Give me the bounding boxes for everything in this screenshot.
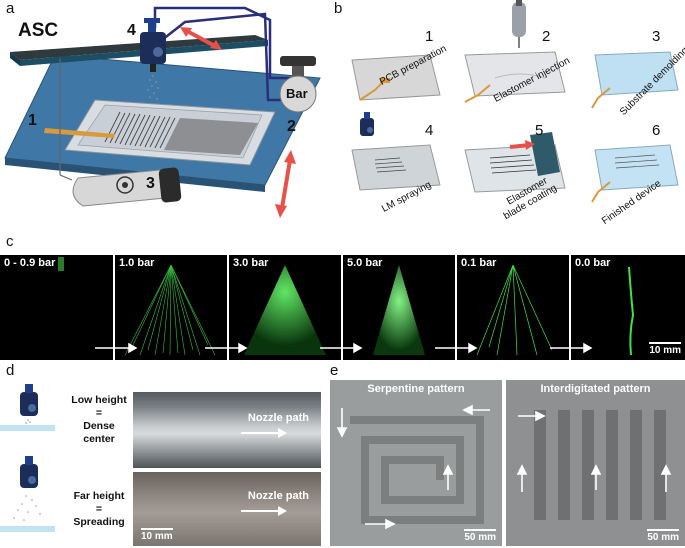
step-1-num: 1 (425, 28, 434, 45)
serpentine-trace (350, 416, 484, 524)
spray-nozzle (140, 18, 166, 72)
asc-setup-diagram (4, 6, 321, 218)
nozzle-height-icons (0, 384, 55, 532)
step-6-num: 6 (652, 122, 661, 139)
gas-cylinder (72, 167, 182, 207)
label-3: 3 (146, 175, 155, 192)
step-4-num: 4 (425, 122, 434, 139)
far-height-photo: Nozzle path 10 mm (133, 472, 321, 546)
step6-finished (594, 144, 679, 191)
pressure-label: Bar (286, 86, 308, 101)
pcb-connector (44, 128, 115, 138)
spray-frame-0-0.9bar: 0 - 0.9 bar (0, 255, 113, 360)
e-scale-left: 50 mm (464, 529, 496, 543)
spray-frame-0.1bar: 0.1 bar (457, 255, 569, 360)
pressure-regulator (279, 56, 317, 113)
panel-a-label: a (6, 0, 15, 17)
far-height-caption: Far height = Spreading (73, 490, 125, 528)
label-4: 4 (127, 22, 136, 39)
panel-e-label: e (330, 362, 339, 379)
z-motion-arrow (275, 150, 296, 218)
panel-c-label: c (6, 233, 14, 250)
syringe (512, 2, 526, 37)
spray-frame-1.0bar: 1.0 bar (115, 255, 227, 360)
d-scale-bar: 10 mm (141, 528, 173, 542)
serpentine-photo: Serpentine pattern 50 mm (330, 380, 502, 546)
low-nozzle-icon (0, 384, 55, 431)
label-2: 2 (287, 118, 296, 135)
x-motion-arrow (180, 27, 222, 50)
spray-frame-0.0bar: 0.0 bar 10 mm (571, 255, 685, 360)
sprayed-area (164, 118, 258, 155)
far-nozzle-icon (0, 456, 55, 532)
low-height-photo: Nozzle path (133, 392, 321, 468)
step-3-num: 3 (652, 28, 661, 45)
spray-frame-5.0bar: 5.0 bar (343, 255, 455, 360)
step-2-num: 2 (542, 28, 551, 45)
e-scale-right: 50 mm (647, 529, 679, 543)
interdigitated-trace (534, 410, 666, 520)
step3-substrate (594, 51, 679, 96)
step-5-num: 5 (535, 122, 544, 139)
panel-d-label: d (6, 362, 15, 379)
label-1: 1 (28, 112, 37, 129)
interdigitated-electrode (104, 111, 176, 149)
spray-frame-3.0bar: 3.0 bar (229, 255, 341, 360)
panel-b-label: b (334, 0, 343, 17)
step1-pcb (351, 54, 441, 101)
low-height-caption: Low height = Dense center (71, 394, 127, 445)
fabrication-steps (351, 0, 679, 203)
blade (530, 132, 560, 176)
motion-arrows (95, 342, 593, 354)
asc-title: ASC (18, 20, 59, 41)
spray-mist (147, 75, 159, 100)
step4-spray-target (351, 144, 441, 191)
spray-scale-bar: 10 mm (649, 342, 681, 356)
interdigitated-photo: Interdigitated pattern 50 mm (506, 380, 685, 546)
step4-nozzle (360, 118, 374, 136)
